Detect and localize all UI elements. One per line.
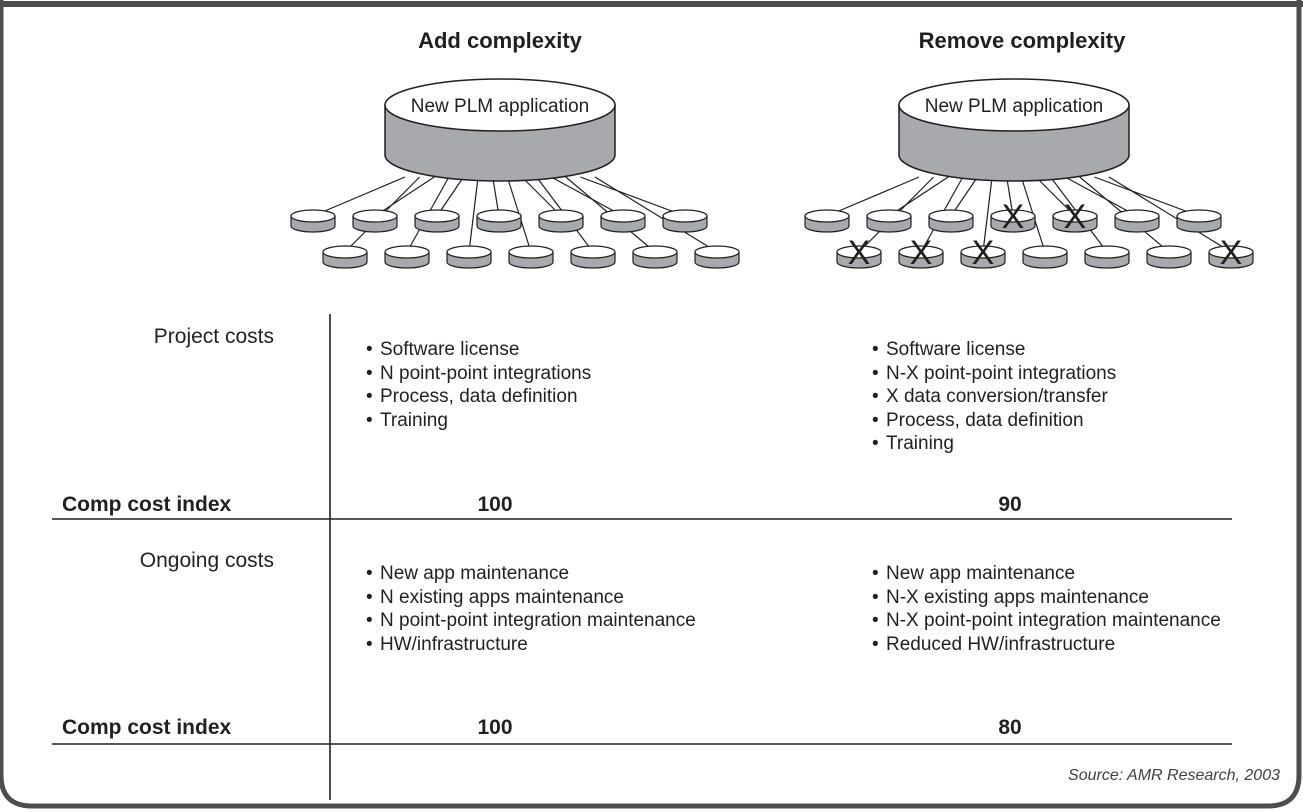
- legacy-app-disk: [384, 245, 430, 269]
- source-note: Source: AMR Research, 2003: [1068, 767, 1280, 784]
- integration-line: [1108, 176, 1232, 253]
- ongoing-index-add-value: 100: [477, 716, 513, 739]
- integration-line: [580, 176, 686, 217]
- bullet-item: Training: [366, 409, 800, 433]
- bullet-item: Training: [872, 432, 1303, 456]
- legacy-app-disk: [990, 209, 1036, 233]
- legacy-app-disk: [1176, 209, 1222, 233]
- legacy-app-disk: [476, 209, 522, 233]
- removed-x-mark: X: [1220, 234, 1243, 272]
- comp-cost-index-label: Comp cost index: [62, 493, 232, 516]
- legacy-app-disk: [836, 245, 882, 269]
- bullet-item: Process, data definition: [366, 385, 800, 409]
- ongoing-index-remove-value: 80: [998, 716, 1022, 739]
- integration-line: [888, 176, 949, 217]
- legacy-app-disk: [1208, 245, 1254, 269]
- legacy-app-disk: [1114, 209, 1160, 233]
- ongoing-costs-remove-list: New app maintenanceN-X existing apps mai…: [872, 562, 1303, 656]
- legacy-app-disk: [1052, 209, 1098, 233]
- bullet-item: Software license: [872, 338, 1303, 362]
- integration-line: [1064, 176, 1138, 217]
- ongoing-costs-label: Ongoing costs: [139, 549, 274, 572]
- legacy-app-disk: [960, 245, 1006, 269]
- legacy-app-disk: [662, 209, 708, 233]
- legacy-app-disk: [446, 245, 492, 269]
- integration-line: [374, 176, 435, 217]
- legacy-app-disk: [352, 209, 398, 233]
- integration-line: [1094, 176, 1200, 217]
- bullet-item: Process, data definition: [872, 409, 1303, 433]
- integration-line: [312, 176, 406, 217]
- integration-line: [950, 176, 978, 217]
- removed-x-mark: X: [910, 234, 933, 272]
- bullet-item: N point-point integration maintenance: [366, 609, 800, 633]
- project-index-add-value: 100: [477, 493, 513, 516]
- plm-app-cylinder-top: [384, 78, 616, 132]
- integration-line: [436, 176, 464, 217]
- legacy-app-disk: [1022, 245, 1068, 269]
- legacy-app-disk: [290, 209, 336, 233]
- bullet-item: New app maintenance: [366, 562, 800, 586]
- bullet-item: New app maintenance: [872, 562, 1303, 586]
- integration-line: [594, 176, 718, 253]
- project-index-remove-value: 90: [998, 493, 1022, 516]
- bullet-item: X data conversion/transfer: [872, 385, 1303, 409]
- legacy-app-disk: [866, 209, 912, 233]
- remove-complexity-heading: Remove complexity: [918, 28, 1126, 53]
- integration-line: [521, 176, 562, 217]
- legacy-app-disk: [570, 245, 616, 269]
- removed-x-mark: X: [972, 234, 995, 272]
- legacy-app-disk: [1084, 245, 1130, 269]
- ongoing-costs-add-list: New app maintenanceN existing apps maint…: [366, 562, 800, 656]
- bullet-item: N-X point-point integration maintenance: [872, 609, 1303, 633]
- comp-cost-index-label: Comp cost index: [62, 716, 232, 739]
- plm-app-cylinder-top: [898, 78, 1130, 132]
- integration-line: [826, 176, 920, 217]
- bullet-item: N-X existing apps maintenance: [872, 586, 1303, 610]
- legacy-app-disk: [928, 209, 974, 233]
- plm-app-label: New PLM application: [411, 96, 589, 117]
- bullet-item: N existing apps maintenance: [366, 586, 800, 610]
- bullet-item: Reduced HW/infrastructure: [872, 633, 1303, 657]
- project-costs-label: Project costs: [153, 325, 274, 348]
- bullet-item: Software license: [366, 338, 800, 362]
- plm-app-label: New PLM application: [925, 96, 1103, 117]
- bullet-item: N point-point integrations: [366, 362, 800, 386]
- legacy-app-disk: [694, 245, 740, 269]
- integration-line: [1035, 176, 1076, 217]
- project-costs-remove-list: Software licenseN-X point-point integrat…: [872, 338, 1303, 456]
- legacy-app-disk: [322, 245, 368, 269]
- legacy-app-disk: [632, 245, 678, 269]
- bullet-item: N-X point-point integrations: [872, 362, 1303, 386]
- removed-x-mark: X: [848, 234, 871, 272]
- add-complexity-diagram: New PLM application: [290, 78, 740, 269]
- legacy-app-disk: [508, 245, 554, 269]
- integration-line: [550, 176, 624, 217]
- legacy-app-disk: [898, 245, 944, 269]
- add-complexity-heading: Add complexity: [418, 28, 582, 53]
- legacy-app-disk: [1146, 245, 1192, 269]
- legacy-app-disk: [600, 209, 646, 233]
- integration-line: [468, 176, 479, 253]
- legacy-app-disk: [804, 209, 850, 233]
- integration-line: [982, 176, 993, 253]
- bullet-item: HW/infrastructure: [366, 633, 800, 657]
- legacy-app-disk: [538, 209, 584, 233]
- removed-x-mark: X: [1064, 198, 1087, 236]
- removed-x-mark: X: [1002, 198, 1025, 236]
- legacy-app-disk: [414, 209, 460, 233]
- project-costs-add-list: Software licenseN point-point integratio…: [366, 338, 800, 432]
